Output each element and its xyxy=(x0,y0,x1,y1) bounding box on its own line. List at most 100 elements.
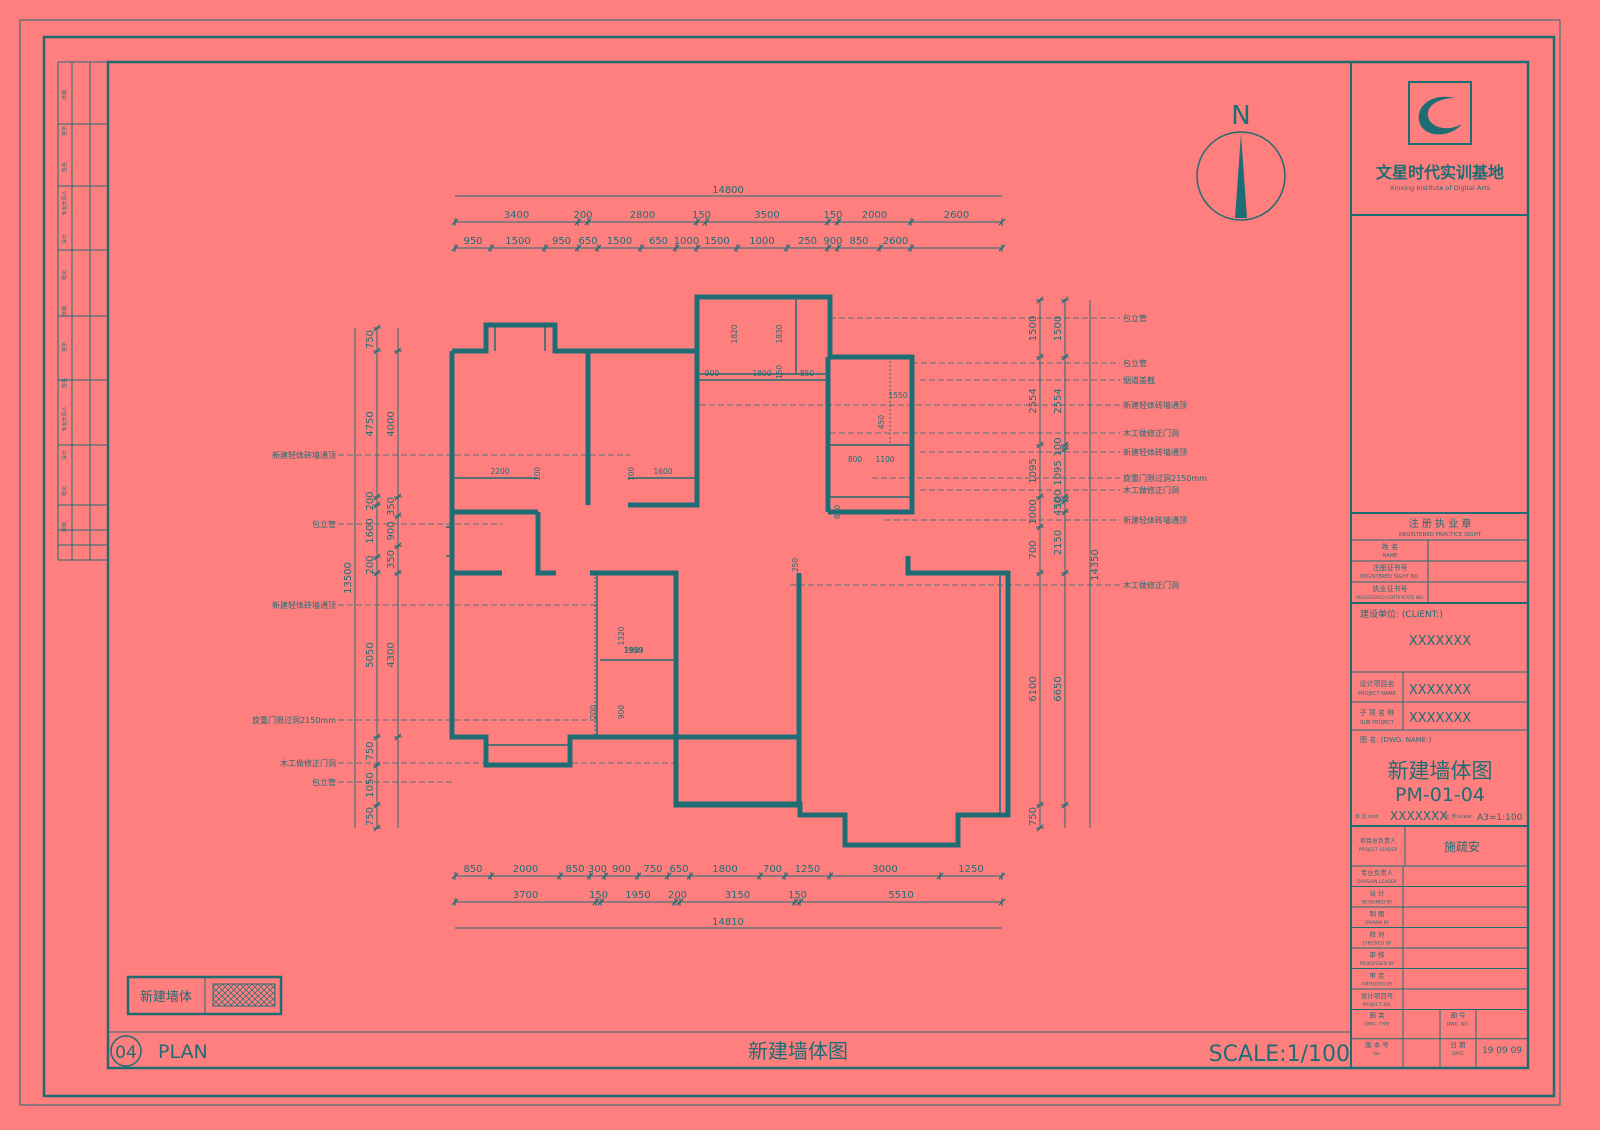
project-label: 设计项目名 xyxy=(1360,679,1395,688)
dimension-label: 2554 xyxy=(1028,388,1039,413)
dimension-label: 3000 xyxy=(872,864,897,875)
margin-label: 签字 xyxy=(61,342,68,352)
dimension-label: 3150 xyxy=(725,890,750,901)
dimension-label: 6100 xyxy=(1028,676,1039,701)
leader-label-en: PROJECT LEADER xyxy=(1359,847,1398,853)
bottom-label-2: 图 号 xyxy=(1450,1012,1466,1020)
dimension-label: 350 xyxy=(386,550,397,569)
dimension-label: 900 xyxy=(386,521,397,540)
unit-label: 单 位 unit: xyxy=(1355,813,1380,820)
dimension-label: 1500 xyxy=(1028,316,1039,341)
role-label: 专业负责人 xyxy=(1361,868,1394,877)
dimension-label: 150 xyxy=(788,890,807,901)
footer: 04 PLAN 新建墙体图 SCALE:1/100 xyxy=(108,1031,1351,1067)
dimension-label: 150 xyxy=(775,365,784,380)
leader-label: 项目总负责人 xyxy=(1360,837,1396,845)
dimension-label: 1095 xyxy=(1053,460,1064,485)
role-label: 审 定 xyxy=(1369,971,1385,980)
dimension-label: 2000 xyxy=(862,210,887,221)
dimension-label: 1500 xyxy=(505,236,530,247)
margin-label: 签名 xyxy=(61,378,68,388)
project-value: XXXXXXX xyxy=(1409,683,1471,698)
dimension-label: 2600 xyxy=(944,210,969,221)
annotations-left: 新建轻体砖墙通顶包立管新建轻体砖墙通顶旋重门限过洞2150mm木工做修正门洞包立… xyxy=(252,450,676,787)
logo-swirl-icon xyxy=(1418,96,1462,135)
drawing-number-circle xyxy=(110,1035,142,1067)
client-value: XXXXXXX xyxy=(1409,634,1471,649)
margin-label: 设计 xyxy=(61,234,68,244)
annotation-label: 新建轻体砖墙通顶 xyxy=(1123,447,1187,457)
ratio-value: A3=1:100 xyxy=(1477,813,1523,823)
bottom-label: 版 本 号 xyxy=(1365,1040,1389,1049)
dimension-label: 750 xyxy=(365,807,376,826)
dimension-label: 1800 xyxy=(712,864,737,875)
dimension-label: 150 xyxy=(589,890,608,901)
dimension-label: 2150 xyxy=(1053,530,1064,555)
footer-number: 04 xyxy=(115,1043,137,1063)
dimension-label: 900 xyxy=(617,705,626,720)
drawing-frame xyxy=(106,60,1530,1070)
dimension-label: 4000 xyxy=(386,411,397,436)
annotations-right: 包立管包立管烟道盖截新建轻体砖墙通顶木工做修正门洞新建轻体砖墙通顶旋重门限过洞2… xyxy=(700,313,1207,590)
bottom-label-en: Ver. xyxy=(1373,1051,1381,1057)
annotation-label: 新建轻体砖墙通顶 xyxy=(272,600,336,610)
legend-hatch-swatch xyxy=(212,983,276,1007)
dimension-label: 850 xyxy=(833,505,842,520)
dimension-label: 1095 xyxy=(1028,458,1039,483)
dim-bottom-total: 14810 xyxy=(712,917,744,928)
footer-scale: SCALE:1/100 xyxy=(1209,1042,1350,1067)
dimension-label: 350 xyxy=(386,497,397,516)
dimension-label: 1500 xyxy=(1053,316,1064,341)
margin-label: 审核 xyxy=(61,522,68,532)
dimension-label: 750 xyxy=(365,330,376,349)
bottom-label-2-en: DWG. NO. xyxy=(1447,1022,1469,1028)
dim-left: 1350075047502001600200505075010507504000… xyxy=(343,330,397,826)
seal-row-name: 姓 名 xyxy=(1382,542,1398,551)
dimension-label: 850 xyxy=(565,864,584,875)
dimension-label: 950 xyxy=(552,236,571,247)
seal-title: 注 册 执 业 章 xyxy=(1409,517,1472,530)
new-wall-hatching xyxy=(594,357,910,737)
dimension-label: 1950 xyxy=(623,646,642,655)
dimension-label: 650 xyxy=(669,864,688,875)
annotation-label: 新建轻体砖墙通顶 xyxy=(1123,400,1187,410)
margin-label: 专业负责人 xyxy=(61,406,68,431)
dimension-label: 3500 xyxy=(754,210,779,221)
dimension-label: 1000 xyxy=(1028,499,1039,524)
role-label-en: DRAWN BY xyxy=(1365,920,1389,926)
dimension-label: 750 xyxy=(365,741,376,760)
dimension-label: 450 xyxy=(877,415,886,430)
dimension-label: 750 xyxy=(643,864,662,875)
seal-row-name-en: NAME xyxy=(1383,553,1398,559)
exterior-walls xyxy=(449,294,1011,848)
annotation-label: 包立管 xyxy=(312,777,336,787)
north-arrow-icon xyxy=(1235,134,1247,218)
role-label-en: PROJECT NO. xyxy=(1362,1002,1391,1008)
north-label: N xyxy=(1231,101,1250,131)
dim-top-total: 14800 xyxy=(712,185,744,196)
drawing-name-label: 图 名: (DWG. NAME:) xyxy=(1360,735,1432,744)
ratio-label: 比 例 scale: xyxy=(1445,813,1473,820)
dimension-label: 2600 xyxy=(883,236,908,247)
dimension-label: 750 xyxy=(1028,807,1039,826)
role-label: 设计项目号 xyxy=(1361,991,1394,1000)
dimension-label: 1250 xyxy=(795,864,820,875)
dimension-label: 4750 xyxy=(365,411,376,436)
margin-label: 日期 xyxy=(62,90,68,100)
dimension-label: 1320 xyxy=(617,626,626,645)
dimension-label: 2200 xyxy=(490,467,509,476)
margin-label: 签字 xyxy=(61,126,68,136)
dimension-label: 1000 xyxy=(749,236,774,247)
dimension-label: 200 xyxy=(365,555,376,574)
dimension-label: 700 xyxy=(1028,540,1039,559)
role-label: 校 对 xyxy=(1369,930,1385,939)
leader-value: 施疏安 xyxy=(1444,839,1480,854)
dimension-label: 1830 xyxy=(775,324,784,343)
floor-plan xyxy=(446,294,1011,848)
dimension-label: 5510 xyxy=(888,890,913,901)
dimension-label: 850 xyxy=(800,369,815,378)
